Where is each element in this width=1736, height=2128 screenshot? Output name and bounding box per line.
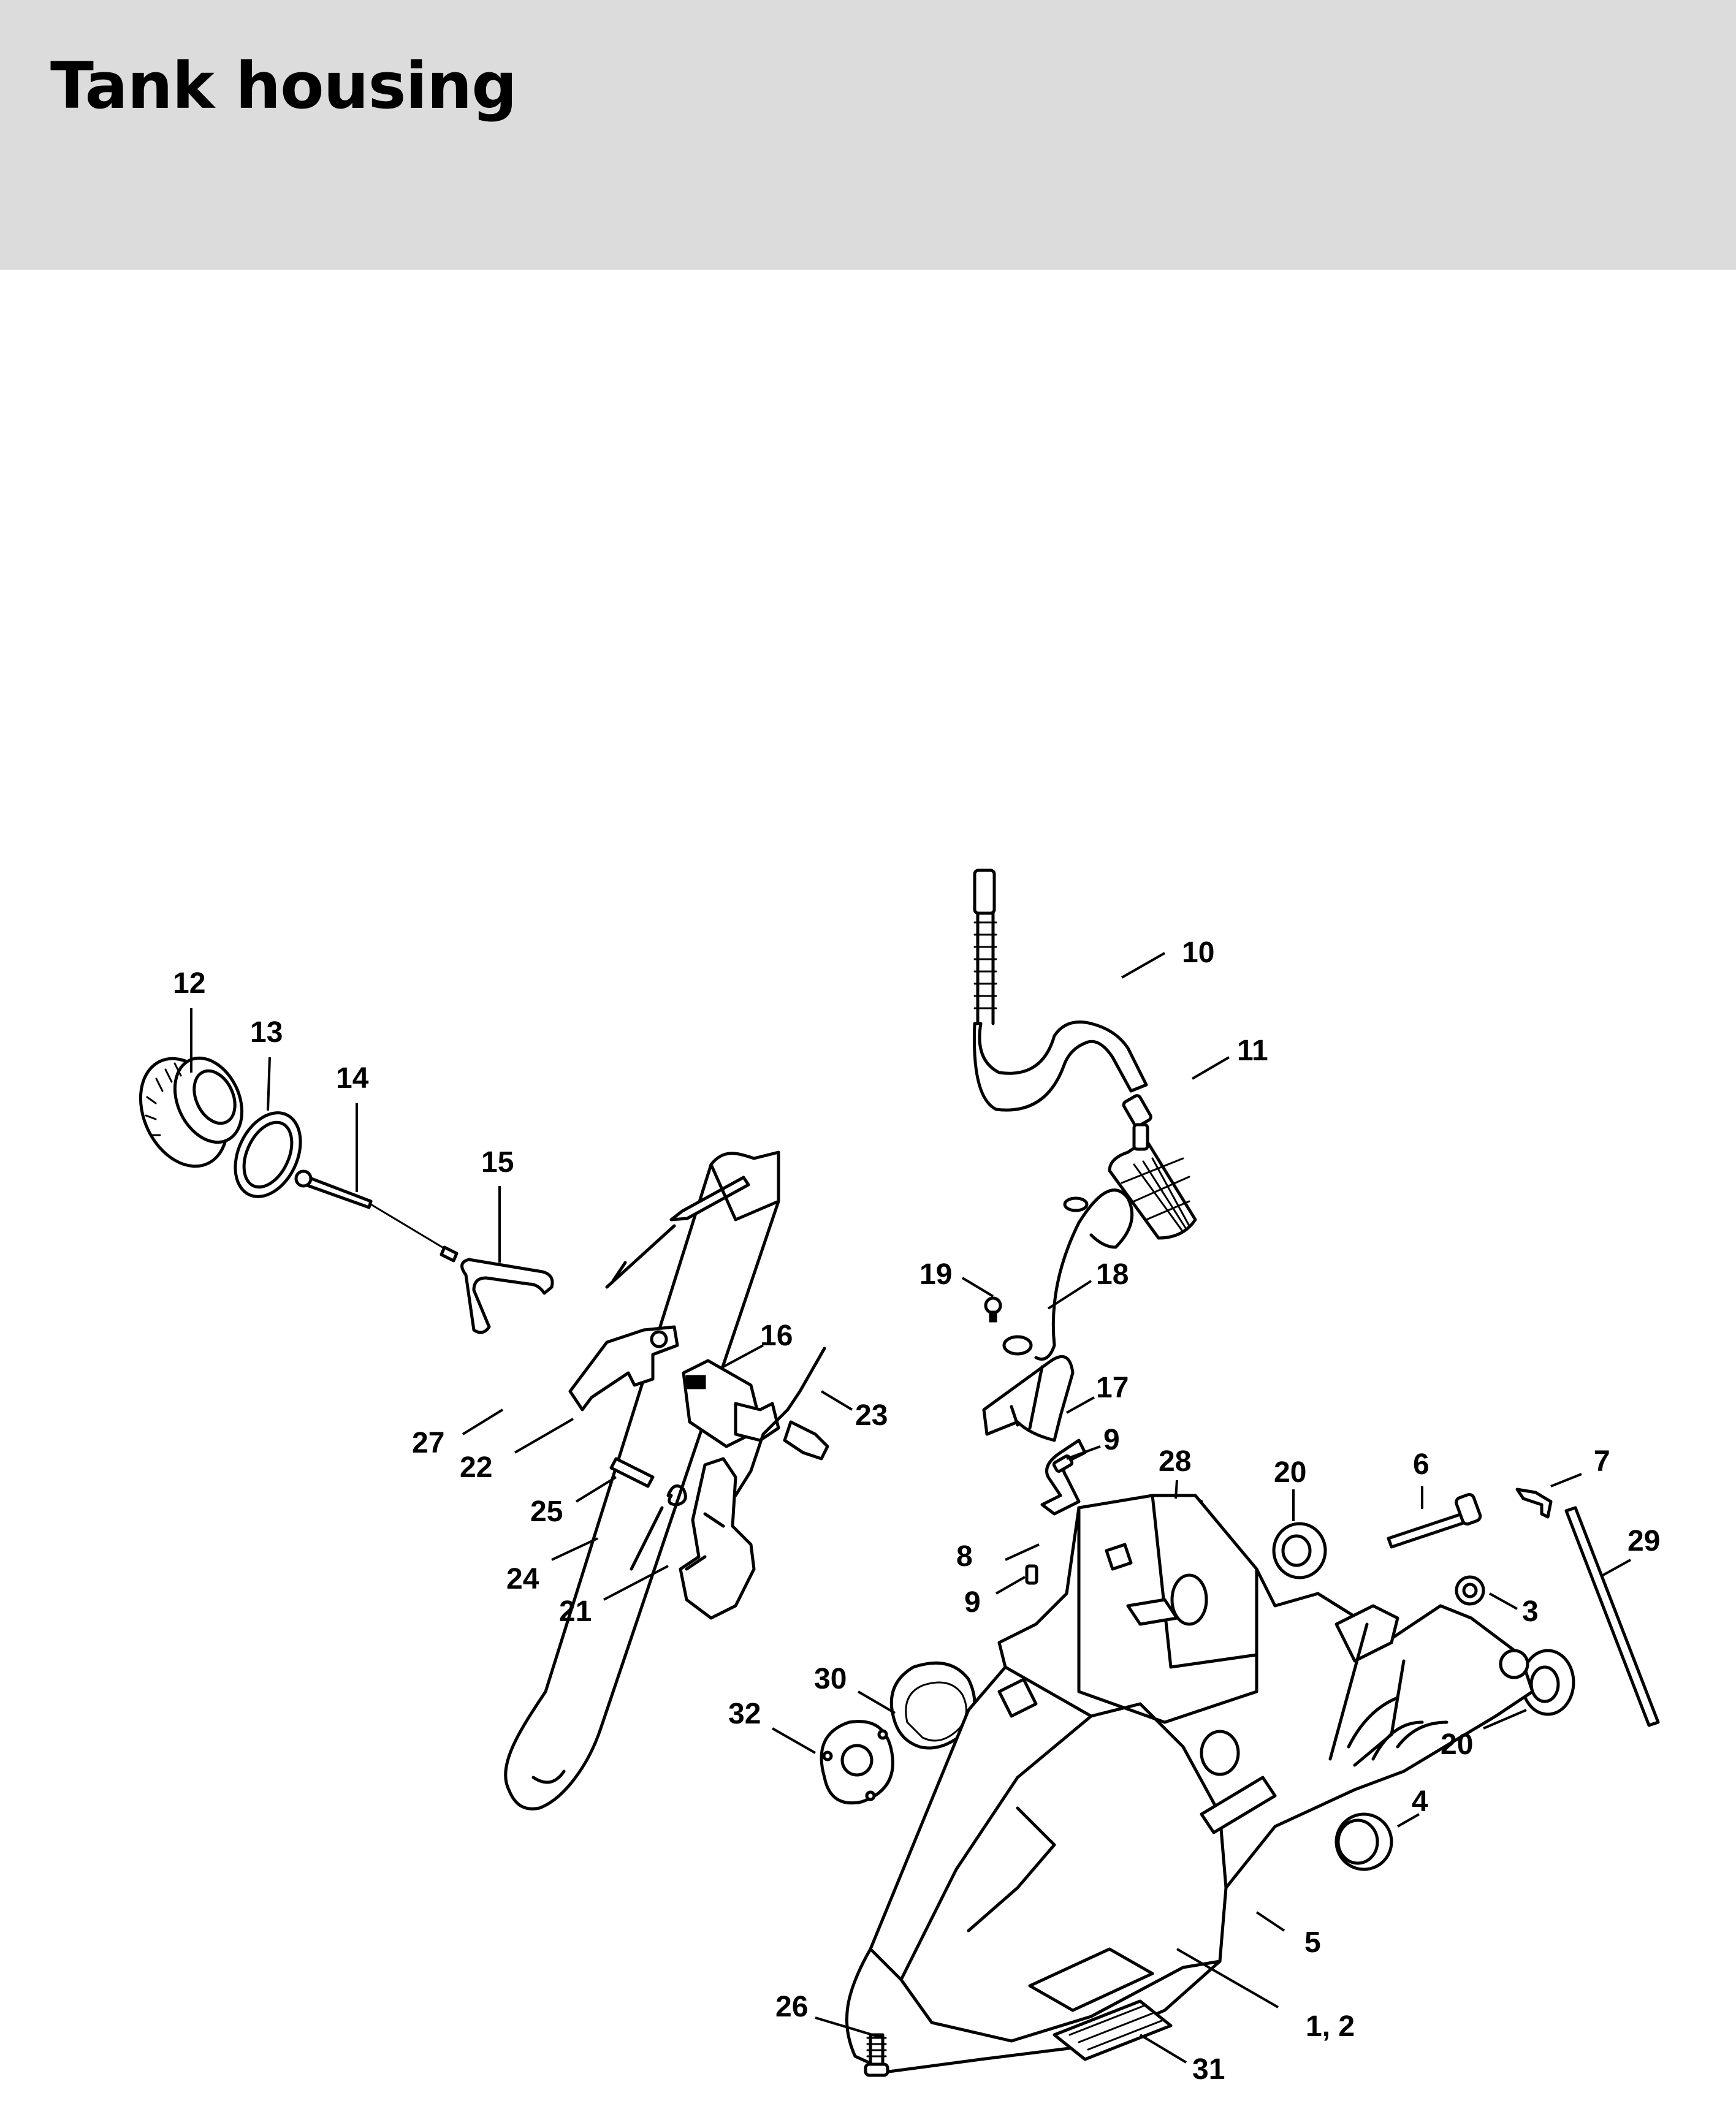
- callout-26: 26: [775, 1991, 808, 2023]
- callout-8: 8: [956, 1540, 973, 1573]
- part-19-screw: [984, 1296, 1002, 1323]
- part-7-elbow: [1515, 1488, 1553, 1519]
- part-17-clip: [982, 1355, 1075, 1442]
- callout-4: 4: [1412, 1785, 1428, 1818]
- part-24-spring: [630, 1484, 687, 1571]
- part-11-fuel-filter: [1108, 1123, 1197, 1240]
- callout-31: 31: [1192, 2053, 1225, 2086]
- part-9-connector-upper: [1052, 1454, 1074, 1473]
- callout-15: 15: [481, 1146, 514, 1179]
- part-14-pin: [294, 1169, 459, 1263]
- header-band: [0, 0, 1736, 270]
- callout-21: 21: [559, 1595, 592, 1628]
- callout-10: 10: [1182, 937, 1214, 969]
- part-4-plug: [1334, 1812, 1393, 1871]
- callout-20-upper: 20: [1274, 1456, 1306, 1489]
- part-1-2-5-tank-housing: [845, 1494, 1534, 2073]
- callout-9-lower: 9: [964, 1586, 981, 1619]
- part-25-pin: [609, 1457, 655, 1488]
- part-26-screw: [864, 2033, 889, 2077]
- callout-6: 6: [1413, 1448, 1430, 1481]
- callout-labels: 12 13 14 15 27 22 16 23 25 24 21 10 11 1…: [173, 937, 1660, 2086]
- callout-14: 14: [336, 1062, 369, 1095]
- part-16-block: [682, 1359, 780, 1448]
- part-13-seal: [234, 1111, 302, 1198]
- callout-30: 30: [814, 1663, 847, 1695]
- callout-27: 27: [412, 1427, 444, 1459]
- callout-20-lower: 20: [1441, 1728, 1473, 1761]
- part-31-label: [1053, 1999, 1173, 2061]
- callout-13: 13: [250, 1016, 283, 1049]
- callout-11: 11: [1237, 1035, 1268, 1067]
- part-30-gasket: [889, 1661, 976, 1750]
- callout-1-2: 1, 2: [1306, 2010, 1355, 2043]
- callout-25: 25: [530, 1495, 563, 1528]
- callout-7: 7: [1594, 1445, 1610, 1478]
- callout-19: 19: [919, 1258, 952, 1291]
- part-20-grommet-upper: [1272, 1522, 1327, 1579]
- callout-3: 3: [1522, 1595, 1539, 1628]
- part-22-lever: [568, 1325, 679, 1412]
- part-15-bracket: [460, 1258, 554, 1334]
- callout-28: 28: [1159, 1445, 1191, 1478]
- part-32-plate: [820, 1720, 894, 1805]
- callout-29: 29: [1628, 1525, 1660, 1557]
- part-10-fuel-hose: [972, 868, 1152, 1128]
- callout-16: 16: [760, 1320, 793, 1352]
- callout-12: 12: [173, 967, 205, 1000]
- callout-32: 32: [728, 1698, 761, 1730]
- callout-22: 22: [460, 1451, 492, 1484]
- part-18-cable: [1002, 1188, 1134, 1361]
- callout-18: 18: [1096, 1258, 1129, 1291]
- part-20-grommet-lower: [1520, 1649, 1575, 1716]
- part-6-bolt: [1387, 1492, 1482, 1549]
- part-12-tank-cap: [139, 1056, 244, 1168]
- part-29-tube: [1564, 1506, 1660, 1727]
- leader-lines: [190, 952, 1631, 2064]
- part-9-connector-lower: [1025, 1564, 1038, 1585]
- page-title: Tank housing: [50, 48, 517, 123]
- part-3-nut: [1455, 1575, 1485, 1606]
- callout-5: 5: [1304, 1926, 1321, 1959]
- part-8-hose: [1040, 1438, 1087, 1516]
- part-21-trigger: [679, 1457, 756, 1620]
- callout-9-upper: 9: [1103, 1424, 1120, 1456]
- callout-23: 23: [855, 1399, 888, 1432]
- callout-17: 17: [1096, 1372, 1129, 1404]
- callout-24: 24: [506, 1563, 539, 1595]
